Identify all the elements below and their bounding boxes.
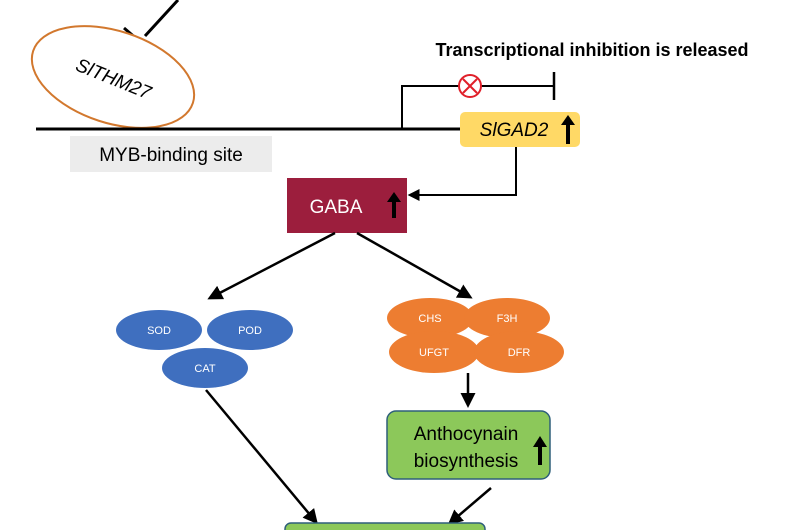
enzyme-label: CAT — [194, 363, 215, 375]
enzyme-label: CHS — [418, 313, 441, 325]
binding-site-box: MYB-binding site — [70, 136, 272, 172]
anthocyanin-enzyme-cluster: CHS F3H UFGT DFR — [387, 298, 564, 373]
enzyme-label: SOD — [147, 325, 171, 337]
enzyme-label: F3H — [497, 313, 518, 325]
enzyme-label: DFR — [508, 347, 531, 359]
enzyme-node: UFGT — [389, 331, 479, 373]
release-title: Transcriptional inhibition is released — [435, 40, 748, 60]
binding-site-label: MYB-binding site — [99, 145, 243, 166]
antioxidant-enzyme-cluster: SOD POD CAT — [116, 310, 293, 388]
gaba-to-anthocyanin-arrow — [356, 231, 473, 299]
outcome-label-line2: biosynthesis — [414, 451, 519, 472]
enzyme-node: SOD — [116, 310, 202, 350]
cancel-icon — [458, 74, 482, 98]
enzyme-node: CHS — [387, 298, 473, 338]
gaba-box: GABA — [287, 178, 407, 233]
anthocyanin-biosynthesis-box: Anthocynain biosynthesis — [386, 410, 551, 480]
gene-label: SlGAD2 — [480, 120, 549, 141]
enzyme-node: DFR — [474, 331, 564, 373]
up-arrow-icon — [561, 115, 575, 144]
enzyme-node: F3H — [464, 298, 550, 338]
gene-box: SlGAD2 — [460, 112, 580, 147]
enzyme-node: POD — [207, 310, 293, 350]
gene-to-gaba-arrow — [407, 147, 517, 201]
up-arrow-icon — [387, 192, 401, 218]
outcome-label-line1: Anthocynain — [414, 424, 519, 445]
repressor-node: SlTHM27 — [30, 25, 196, 129]
enzyme-node: CAT — [162, 348, 248, 388]
outcome-to-bottom-arrow — [447, 487, 492, 525]
bottom-outcome-box — [284, 522, 486, 530]
gaba-label: GABA — [310, 197, 363, 218]
enzyme-label: UFGT — [419, 347, 449, 359]
enzyme-label: POD — [238, 325, 262, 337]
gaba-to-antioxidant-arrow — [207, 231, 336, 300]
up-arrow-icon — [533, 436, 547, 465]
released-inhibition-connector — [401, 72, 556, 129]
antioxidant-to-bottom-arrow — [205, 389, 318, 525]
